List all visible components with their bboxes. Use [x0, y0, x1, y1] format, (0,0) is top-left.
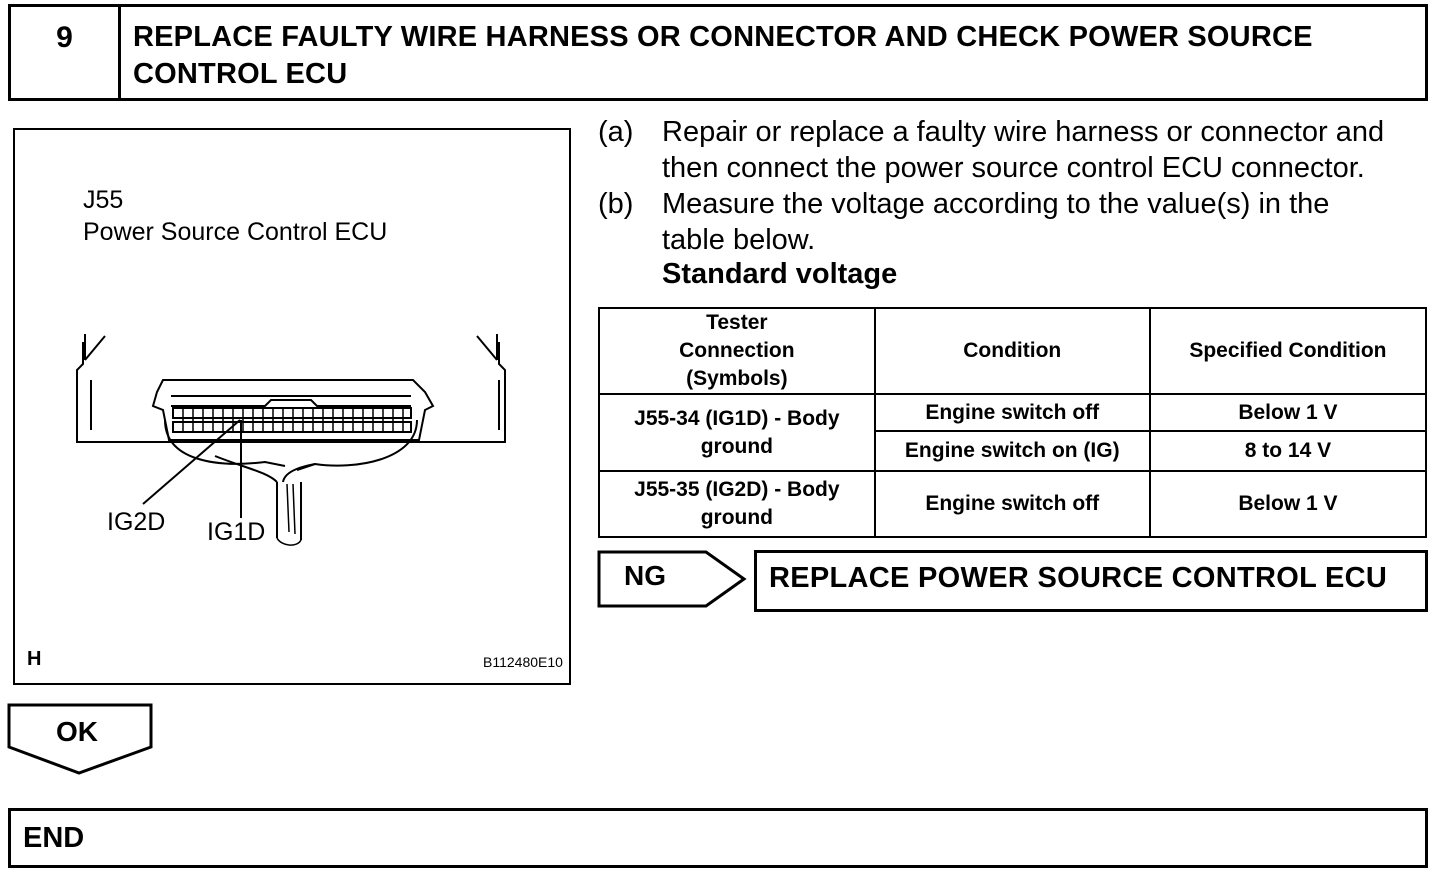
ng-arrow — [597, 550, 747, 608]
end-box: END — [8, 808, 1428, 868]
instruction-a-text: Repair or replace a faulty wire harness … — [662, 114, 1432, 186]
ok-label: OK — [56, 716, 98, 747]
table-row: J55-34 (IG1D) - Body ground Engine switc… — [598, 393, 1428, 472]
table-row: Engine switch on (IG) 8 to 14 V — [599, 430, 1428, 472]
table-header-row: Tester Connection (Symbols) Condition Sp… — [598, 307, 1428, 395]
ng-action-text: REPLACE POWER SOURCE CONTROL ECU — [769, 562, 1388, 594]
cell-connection: J55-35 (IG2D) - Body ground — [598, 470, 876, 538]
pin-label-ig1d: IG1D — [207, 518, 266, 546]
pin-label-ig2d: IG2D — [107, 508, 166, 536]
ok-arrow — [7, 703, 153, 775]
cell-specified: Below 1 V — [1148, 470, 1428, 538]
end-label: END — [23, 822, 85, 854]
component-name: Power Source Control ECU — [83, 218, 388, 246]
step-title-line2: CONTROL ECU — [133, 58, 348, 90]
cell-connection: J55-34 (IG1D) - Body ground — [598, 393, 876, 472]
table-row: J55-35 (IG2D) - Body ground Engine switc… — [598, 470, 1428, 538]
figure-corner-letter: H — [27, 648, 42, 670]
instruction-a-line1: Repair or replace a faulty wire harness … — [662, 116, 1385, 148]
instruction-a-label: (a) — [598, 116, 634, 148]
step-number: 9 — [11, 7, 121, 98]
cell-specified: Below 1 V — [1148, 393, 1428, 432]
ecu-connector-drawing — [76, 334, 506, 546]
connector-illustration: J55 Power Source Control ECU IG2D IG1D H… — [13, 128, 571, 685]
cell-condition: Engine switch off — [873, 470, 1151, 538]
ng-label: NG — [624, 560, 666, 591]
step-title: REPLACE FAULTY WIRE HARNESS OR CONNECTOR… — [133, 19, 1413, 93]
cell-condition: Engine switch off — [873, 393, 1151, 432]
instruction-a-line2: then connect the power source control EC… — [662, 152, 1365, 184]
instruction-b-text: Measure the voltage according to the val… — [662, 186, 1432, 258]
cell-specified: 8 to 14 V — [1148, 430, 1428, 472]
header-condition: Condition — [873, 307, 1151, 395]
header-tester-connection: Tester Connection (Symbols) — [598, 307, 876, 395]
standard-voltage-heading: Standard voltage — [662, 258, 898, 290]
instruction-b-label: (b) — [598, 188, 634, 220]
step-title-line1: REPLACE FAULTY WIRE HARNESS OR CONNECTOR… — [133, 21, 1313, 53]
connector-id: J55 — [83, 186, 124, 214]
header-specified-condition: Specified Condition — [1148, 307, 1428, 395]
spec-table: Tester Connection (Symbols) Condition Sp… — [598, 307, 1428, 538]
ng-action-box: REPLACE POWER SOURCE CONTROL ECU — [754, 550, 1428, 612]
instruction-b-line1: Measure the voltage according to the val… — [662, 188, 1330, 220]
instruction-b-line2: table below. — [662, 224, 816, 256]
step-header: 9 REPLACE FAULTY WIRE HARNESS OR CONNECT… — [8, 4, 1428, 101]
cell-condition: Engine switch on (IG) — [873, 430, 1151, 472]
figure-code: B112480E10 — [483, 654, 563, 670]
